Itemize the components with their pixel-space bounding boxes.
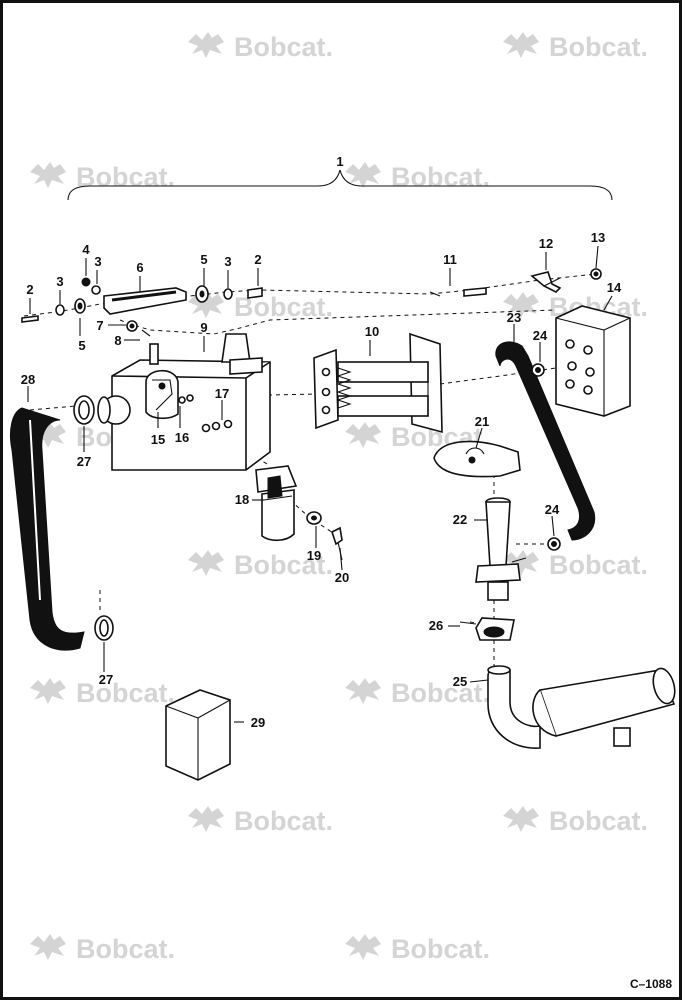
watermark-text: Bobcat.	[76, 678, 175, 708]
watermark-text: Bobcat.	[391, 934, 490, 964]
callout-27: 27	[77, 454, 91, 469]
bobcat-logo-icon	[30, 934, 66, 960]
heat-shield	[433, 440, 521, 478]
callout-25: 25	[453, 674, 467, 689]
fittings	[178, 394, 233, 433]
callout-24: 24	[533, 328, 548, 343]
watermark-text: Bobcat.	[234, 32, 333, 62]
bobcat-logo-icon	[188, 32, 224, 58]
watermark-text: Bobcat.	[234, 550, 333, 580]
callout-27: 27	[99, 672, 113, 687]
bobcat-logo-icon	[503, 806, 539, 832]
callout-12: 12	[539, 236, 553, 251]
sender-unit	[145, 369, 179, 420]
watermark-text: Bobcat.	[549, 550, 648, 580]
leader-lines	[27, 245, 613, 723]
watermark-text: Bobcat.	[76, 934, 175, 964]
fuel-filter	[255, 465, 298, 542]
callout-1: 1	[336, 154, 343, 169]
watermark-text: Bobcat.	[391, 678, 490, 708]
washer	[306, 511, 322, 525]
hose-clamp	[531, 363, 545, 377]
callout-10: 10	[365, 324, 379, 339]
heater-core	[313, 332, 443, 434]
bobcat-logo-icon	[30, 162, 66, 188]
callout-29: 29	[251, 715, 265, 730]
watermark-text: Bobcat.	[549, 806, 648, 836]
callout-3: 3	[94, 254, 101, 269]
bobcat-logo-icon	[188, 550, 224, 576]
bobcat-logo-icon	[345, 678, 381, 704]
callout-24: 24	[545, 502, 560, 517]
callout-22: 22	[453, 512, 467, 527]
callout-26: 26	[429, 618, 443, 633]
callout-9: 9	[200, 320, 207, 335]
callout-11: 11	[443, 252, 457, 267]
bobcat-logo-icon	[503, 32, 539, 58]
bobcat-logo-icon	[345, 422, 381, 448]
callout-17: 17	[215, 386, 229, 401]
radiator-hose	[9, 407, 85, 651]
top-hardware	[21, 277, 263, 337]
bobcat-logo-icon	[30, 678, 66, 704]
callout-15: 15	[151, 432, 165, 447]
callout-19: 19	[307, 548, 321, 563]
callout-labels: 1 2 2 3 3 3 4 5 5 6 7 8 9 10 11 12 13 14…	[21, 154, 622, 730]
hose-clamp	[94, 615, 114, 641]
callout-6: 6	[136, 260, 143, 275]
return-hose	[495, 341, 596, 541]
callout-2: 2	[254, 252, 261, 267]
watermark-text: Bobcat.	[391, 162, 490, 192]
callout-13: 13	[591, 230, 605, 245]
hose-clamp	[73, 395, 95, 425]
callout-7: 7	[96, 318, 103, 333]
callout-4: 4	[82, 242, 90, 257]
callout-16: 16	[175, 430, 189, 445]
exhaust-stack	[475, 497, 527, 601]
callout-2: 2	[26, 282, 33, 297]
watermark-text: Bobcat.	[76, 162, 175, 192]
watermark-text: Bobcat.	[549, 32, 648, 62]
bobcat-logo-icon	[188, 806, 224, 832]
exhaust-clamp	[459, 617, 515, 641]
right-hardware	[429, 268, 602, 297]
callout-28: 28	[21, 372, 35, 387]
parts-kit-box	[165, 689, 231, 781]
valve-block	[555, 305, 631, 417]
callout-20: 20	[335, 570, 349, 585]
hose-clamp	[547, 537, 561, 551]
callout-3: 3	[56, 274, 63, 289]
drawing-code: C–1088	[630, 977, 672, 991]
muffler	[487, 665, 676, 749]
watermark-text: Bobcat.	[234, 806, 333, 836]
callout-14: 14	[607, 280, 622, 295]
callout-8: 8	[114, 333, 121, 348]
callout-5: 5	[78, 338, 85, 353]
callout-18: 18	[235, 492, 249, 507]
bobcat-logo-icon	[345, 934, 381, 960]
callout-3: 3	[224, 254, 231, 269]
callout-23: 23	[507, 310, 521, 325]
callout-21: 21	[475, 414, 489, 429]
assembly-brace	[67, 169, 613, 201]
callout-5: 5	[200, 252, 207, 267]
